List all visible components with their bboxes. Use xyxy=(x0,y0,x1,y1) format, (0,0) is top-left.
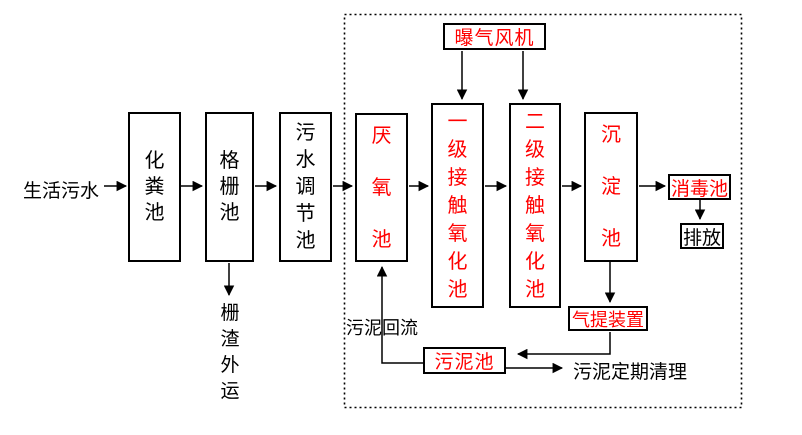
box-regulating-tank: 污水调节池 xyxy=(279,112,332,262)
aeration-blower-label: 曝气风机 xyxy=(454,28,535,49)
box-sludge-tank: 污泥池 xyxy=(423,347,506,374)
sludge-tank-label: 污泥池 xyxy=(434,352,495,373)
box-septic-tank: 化粪池 xyxy=(128,112,181,262)
box-sedimentation-tank: 沉淀池 xyxy=(584,112,638,262)
disinfection-tank-label: 消毒池 xyxy=(670,178,728,200)
label-grid-residue: 栅渣外运 xyxy=(220,303,240,402)
label-sludge-return: 污泥回流 xyxy=(346,318,418,338)
anaerobic-tank-label: 厌氧池 xyxy=(371,124,392,251)
regulating-tank-label: 污水调节池 xyxy=(295,121,316,252)
oxidation1-tank-label: 一级接触氧化池 xyxy=(447,110,468,301)
airlift-device-label: 气提装置 xyxy=(572,309,644,330)
label-inflow: 生活污水 xyxy=(23,181,100,202)
discharge-label: 排放 xyxy=(682,227,721,249)
oxidation2-tank-label: 二级接触氧化池 xyxy=(525,110,545,301)
box-aeration-blower: 曝气风机 xyxy=(443,23,546,50)
sedimentation-tank-label: 沉淀池 xyxy=(601,124,621,250)
septic-tank-label: 化粪池 xyxy=(144,150,165,224)
box-oxidation2-tank: 二级接触氧化池 xyxy=(509,103,561,308)
box-oxidation1-tank: 一级接触氧化池 xyxy=(431,103,484,308)
grid-tank-label: 格栅池 xyxy=(219,150,240,224)
box-airlift-device: 气提装置 xyxy=(568,306,648,331)
arrow-airlift-to-sludge xyxy=(516,332,611,360)
box-anaerobic-tank: 厌氧池 xyxy=(355,113,408,262)
box-disinfection-tank: 消毒池 xyxy=(668,174,731,200)
label-sludge-cleaning: 污泥定期清理 xyxy=(573,362,688,383)
box-discharge: 排放 xyxy=(680,223,724,249)
box-grid-tank: 格栅池 xyxy=(205,112,254,262)
